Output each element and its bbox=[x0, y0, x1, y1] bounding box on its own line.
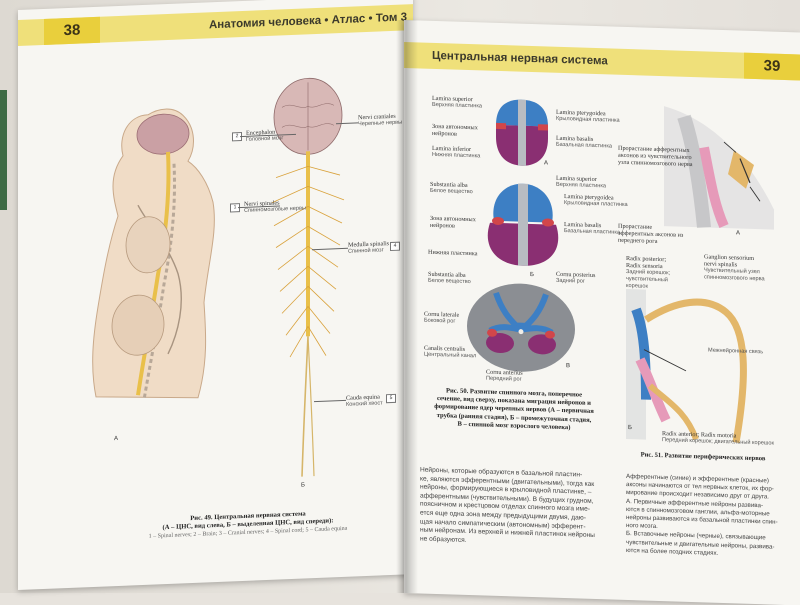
fig49-letter-b: Б bbox=[301, 482, 305, 489]
fig49-letter-a: А bbox=[114, 435, 119, 443]
label-lower-plate: Нижняя пластинка bbox=[428, 248, 478, 258]
right-page-number: 39 bbox=[744, 52, 800, 81]
desk-object-edge bbox=[0, 90, 7, 210]
left-page-header: 38 Анатомия человека • Атлас • Том 3 bbox=[18, 4, 413, 46]
book-gutter bbox=[396, 20, 418, 593]
fig51-caption: Рис. 51. Развитие периферических нервов bbox=[640, 451, 766, 463]
fig50-stage-a bbox=[496, 99, 548, 166]
fig50-caption: Рис. 50. Развитие спинного мозга, попере… bbox=[434, 387, 594, 432]
right-page: Центральная нервная система 39 А Б В Lam… bbox=[404, 20, 800, 605]
fig51-stage-b bbox=[626, 288, 747, 444]
left-header-title: Анатомия человека • Атлас • Том 3 bbox=[208, 11, 407, 32]
fig50-letter-b: Б bbox=[530, 271, 534, 279]
right-header-title: Центральная нервная система bbox=[432, 49, 608, 68]
fig49-cns-front-view bbox=[271, 77, 345, 477]
fig49-body-side-view bbox=[92, 108, 215, 401]
label-efferent-growth: Прорастание эфферентных аксонов из перед… bbox=[618, 222, 684, 245]
body-text-right: Афферентные (синие) и эфферентные (красн… bbox=[626, 472, 778, 557]
fig50-letter-c: В bbox=[566, 363, 571, 370]
left-page: 38 Анатомия человека • Атлас • Том 3 А Б… bbox=[18, 0, 414, 591]
fig51-letter-b: Б bbox=[628, 425, 632, 432]
label-zona-autonomnyh-2: Зона автономных нейронов bbox=[430, 214, 476, 230]
fig50-stage-c bbox=[467, 283, 575, 372]
num-5: 5 bbox=[386, 393, 396, 404]
label-afferent-growth: Прорастание афферентных аксонов из чувст… bbox=[618, 144, 693, 169]
fig50-letter-a: А bbox=[544, 160, 549, 167]
right-page-header: Центральная нервная система 39 bbox=[404, 42, 800, 81]
left-page-number: 38 bbox=[44, 16, 100, 45]
fig50-stage-b bbox=[487, 183, 559, 266]
fig51-stage-a bbox=[664, 106, 774, 230]
fig51-letter-a: А bbox=[736, 230, 741, 237]
fig49-caption: Рис. 49. Центральная нервная система (А … bbox=[148, 510, 348, 541]
body-text-left: Нейроны, которые образуются в базальной … bbox=[420, 466, 595, 544]
label-zona-autonomnyh: Зона автономных нейронов bbox=[432, 122, 478, 138]
